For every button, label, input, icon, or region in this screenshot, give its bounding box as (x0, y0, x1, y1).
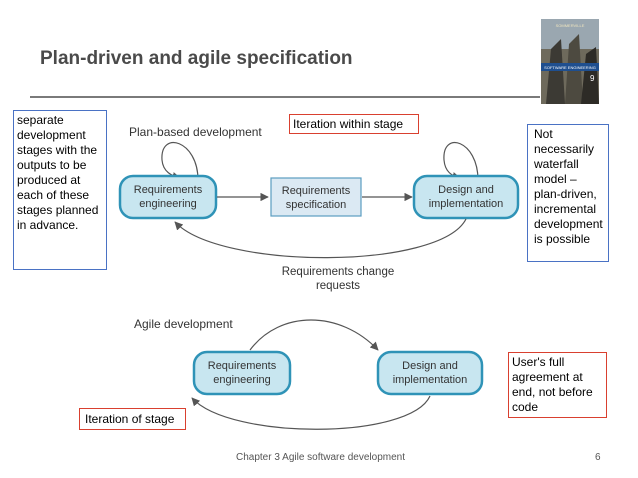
change-requests-arc (174, 218, 467, 259)
agile-re-label-1: Requirements (208, 360, 277, 372)
change-requests-label-1: Requirements change (282, 266, 395, 278)
note-iteration-of-stage: Iteration of stage (79, 408, 186, 430)
spec-label-1: Requirements (282, 185, 351, 197)
agile-heading: Agile development (134, 317, 233, 331)
change-requests-label-2: requests (316, 280, 360, 292)
agile-di-label-2: implementation (393, 374, 468, 386)
plan-design-implementation-node (412, 174, 520, 220)
agile-forward-arc (249, 319, 379, 351)
note-not-waterfall: Not necessarily waterfall model – plan-d… (527, 124, 609, 262)
di-iteration-loop (443, 142, 479, 181)
plan-re-label-2: engineering (139, 198, 197, 210)
plan-di-label-2: implementation (429, 198, 504, 210)
re-iteration-loop (161, 142, 199, 181)
spec-label-2: specification (286, 199, 347, 211)
note-iteration-within-stage: Iteration within stage (289, 114, 419, 134)
title-divider (30, 96, 540, 98)
cover-banner-text: SOFTWARE ENGINEERING (544, 65, 596, 70)
agile-design-implementation-node (376, 350, 484, 396)
agile-di-label-1: Design and (402, 360, 458, 372)
footer-page-number: 6 (595, 452, 601, 463)
agile-re-label-2: engineering (213, 374, 271, 386)
plan-requirements-engineering-node (118, 174, 218, 220)
cover-top-text: SOMMERVILLE (556, 23, 585, 28)
slide-title: Plan-driven and agile specification (40, 48, 353, 69)
note-users-agreement: User's full agreement at end, not before… (508, 352, 607, 418)
note-separate-stages: separate development stages with the out… (13, 110, 107, 270)
agile-return-arc (191, 395, 431, 430)
footer-chapter-text: Chapter 3 Agile software development (236, 452, 405, 463)
cover-edition: 9 (590, 74, 595, 83)
plan-di-label-1: Design and (438, 184, 494, 196)
plan-re-label-1: Requirements (134, 184, 203, 196)
book-cover-image: SOMMERVILLE SOFTWARE ENGINEERING 9 (541, 19, 599, 104)
requirements-specification-node (270, 177, 362, 217)
plan-based-heading: Plan-based development (129, 125, 262, 139)
agile-requirements-engineering-node (192, 350, 292, 396)
